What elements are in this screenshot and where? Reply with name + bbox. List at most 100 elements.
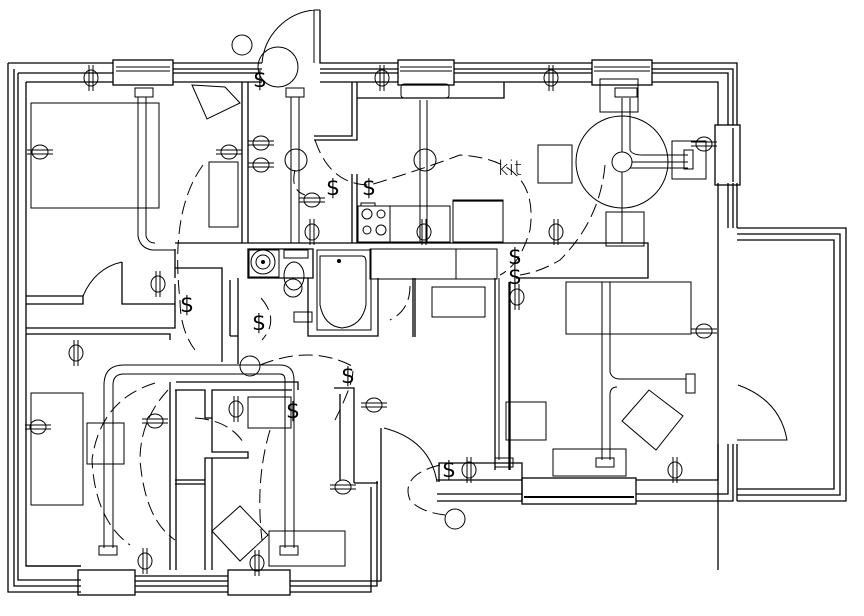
entry-light-icon xyxy=(257,46,299,88)
switch-symbol[interactable]: $ xyxy=(326,176,340,201)
fixture-box xyxy=(671,140,707,180)
ducts xyxy=(98,87,696,556)
register xyxy=(98,545,118,556)
room-label-kitchen: kit xyxy=(497,156,522,180)
duplex-outlet-icon xyxy=(304,219,320,245)
duplex-outlet-icon xyxy=(667,457,683,483)
nightstand xyxy=(86,422,125,465)
switch-symbol[interactable]: $ xyxy=(508,265,522,290)
cabinet xyxy=(537,144,573,184)
switch-symbol[interactable]: $ xyxy=(341,364,355,389)
duplex-outlet-icon xyxy=(330,479,356,495)
window xyxy=(521,477,637,505)
ceiling-light-icon xyxy=(283,278,303,298)
duplex-outlet-icon xyxy=(299,192,325,208)
armchair xyxy=(621,389,684,451)
switch-symbol[interactable]: $ xyxy=(253,68,267,93)
fan-hub xyxy=(611,151,633,173)
register xyxy=(134,87,154,98)
ceiling-lights xyxy=(231,34,466,530)
fixture-box xyxy=(599,78,639,113)
door-swing[interactable] xyxy=(82,261,123,297)
switch-symbol[interactable]: $ xyxy=(252,311,266,336)
duplex-outlet-icon xyxy=(228,396,244,422)
duplex-outlet-icon xyxy=(83,65,99,91)
furniture xyxy=(30,78,707,567)
sofa xyxy=(565,281,692,335)
register xyxy=(285,87,305,98)
register xyxy=(614,87,638,98)
duplex-outlet-icon xyxy=(216,144,242,160)
burner xyxy=(375,224,387,236)
table xyxy=(431,286,486,318)
window xyxy=(714,124,741,186)
sink xyxy=(250,249,276,275)
counter xyxy=(369,248,498,280)
duplex-outlet-icon xyxy=(27,144,53,160)
switch-symbol[interactable]: $ xyxy=(508,245,522,270)
window xyxy=(397,59,455,86)
fixture-box xyxy=(605,211,645,247)
toilet-tank xyxy=(283,249,309,259)
duplex-outlet-icon xyxy=(691,136,717,152)
duplex-outlet-icon xyxy=(249,550,265,576)
duplex-outlet-icon xyxy=(548,219,564,245)
ceiling-light-icon xyxy=(413,148,437,172)
register xyxy=(685,373,696,394)
duplex-outlet-icon xyxy=(374,65,390,91)
outlets xyxy=(25,65,717,576)
window xyxy=(77,569,136,596)
kitchen-appliances xyxy=(357,83,504,243)
bed xyxy=(30,102,160,209)
duplex-outlet-icon xyxy=(150,271,166,297)
toilet xyxy=(283,261,305,291)
end-table xyxy=(505,401,547,441)
range-hood xyxy=(400,83,450,99)
duplex-outlet-icon xyxy=(543,65,559,91)
dresser xyxy=(208,161,239,228)
window xyxy=(112,59,174,86)
switch-symbol[interactable]: $ xyxy=(180,293,194,318)
circuit-wiring xyxy=(91,139,606,546)
duplex-outlet-icon xyxy=(137,548,153,574)
duplex-outlet-icon xyxy=(25,419,51,435)
register xyxy=(595,457,615,468)
exterior-walls xyxy=(7,10,847,593)
windows xyxy=(77,59,741,596)
duplex-outlet-icon xyxy=(248,135,274,151)
chair xyxy=(211,505,269,562)
duplex-outlet-icon xyxy=(142,413,168,429)
bathroom-fixtures xyxy=(248,249,372,331)
vanity-light xyxy=(293,311,313,323)
switches: $ $ $ $ $ $ $ $ $ $ xyxy=(180,68,522,483)
register xyxy=(494,457,514,468)
desk xyxy=(268,530,346,567)
duplex-outlet-icon xyxy=(416,219,432,245)
duplex-outlet-icon xyxy=(691,323,717,339)
entry-door[interactable] xyxy=(261,9,320,64)
burner xyxy=(361,208,373,220)
refrigerator xyxy=(452,199,504,243)
bed xyxy=(30,392,84,506)
doors xyxy=(82,9,788,483)
bathtub xyxy=(316,249,372,331)
duplex-outlet-icon xyxy=(461,457,477,483)
duplex-outlet-icon xyxy=(68,340,84,366)
ceiling-light-icon xyxy=(231,34,253,56)
burner xyxy=(376,209,386,219)
dresser xyxy=(247,396,292,429)
burner xyxy=(362,225,372,235)
switch-symbol[interactable]: $ xyxy=(442,458,456,483)
interior-walls xyxy=(26,82,649,570)
ceiling-fan xyxy=(575,98,694,243)
tv-console xyxy=(552,448,627,477)
patio-door[interactable] xyxy=(737,384,788,441)
switch-symbol[interactable]: $ xyxy=(362,176,376,201)
ceiling-light-icon xyxy=(284,148,308,172)
drain xyxy=(337,259,341,263)
door-swing[interactable] xyxy=(383,427,438,483)
switch-symbol[interactable]: $ xyxy=(286,399,300,424)
register xyxy=(279,545,299,556)
duplex-outlet-icon xyxy=(248,157,274,173)
